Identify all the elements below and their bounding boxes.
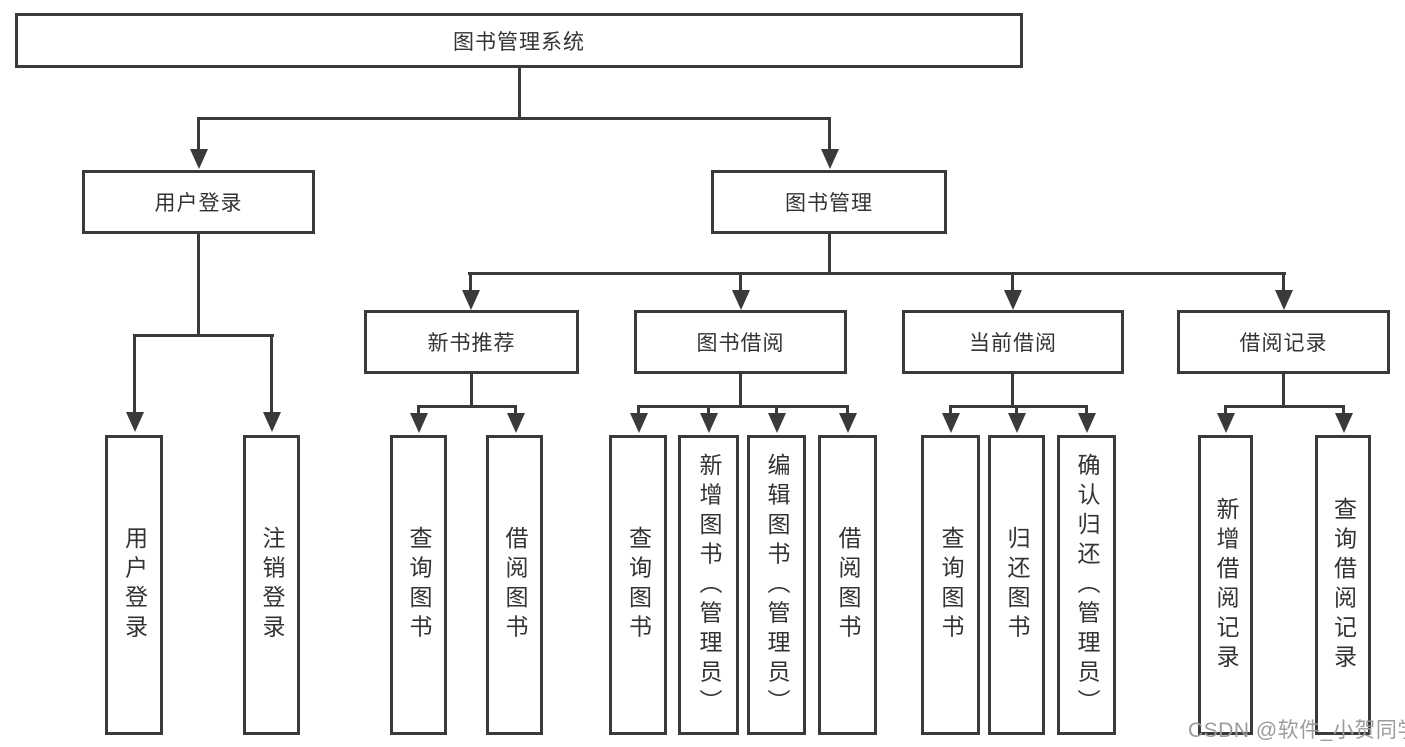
leaf-add-book-admin: 新增图书（管理员） bbox=[678, 435, 739, 735]
arrow-down-icon bbox=[731, 272, 750, 310]
arrow-down-icon bbox=[1007, 405, 1026, 433]
leaf-return-book: 归还图书 bbox=[988, 435, 1045, 735]
connector-book-mgmt-stem bbox=[828, 234, 831, 275]
arrow-down-icon bbox=[189, 117, 208, 169]
arrow-down-icon bbox=[1334, 405, 1353, 433]
arrow-down-icon bbox=[838, 405, 857, 433]
arrow-down-icon bbox=[1274, 272, 1293, 310]
node-book-borrowing: 图书借阅 bbox=[634, 310, 847, 374]
leaf-add-borrow-record: 新增借阅记录 bbox=[1198, 435, 1253, 735]
arrow-down-icon bbox=[699, 405, 718, 433]
arrow-down-icon bbox=[820, 117, 839, 169]
leaf-confirm-return-admin: 确认归还（管理员） bbox=[1057, 435, 1116, 735]
csdn-watermark: CSDN @软件_小贺同学 bbox=[1188, 719, 1405, 742]
leaf-user-login: 用户登录 bbox=[105, 435, 163, 735]
connector-new-book-rail bbox=[417, 405, 517, 408]
connector-user-login-rail bbox=[133, 334, 274, 337]
connector-root-stem bbox=[518, 68, 521, 118]
arrow-down-icon bbox=[941, 405, 960, 433]
leaf-query-books-recommend: 查询图书 bbox=[390, 435, 447, 735]
arrow-down-icon bbox=[506, 405, 525, 433]
leaf-query-books-current: 查询图书 bbox=[921, 435, 980, 735]
connector-borrow-record-rail bbox=[1224, 405, 1345, 408]
arrow-down-icon bbox=[629, 405, 648, 433]
node-book-management: 图书管理 bbox=[711, 170, 947, 234]
node-user-login: 用户登录 bbox=[82, 170, 315, 234]
leaf-edit-book-admin: 编辑图书（管理员） bbox=[747, 435, 806, 735]
leaf-borrow-books-borrowing: 借阅图书 bbox=[818, 435, 877, 735]
connector-current-borrow-stem bbox=[1011, 374, 1014, 408]
connector-borrow-record-stem bbox=[1282, 374, 1285, 408]
arrow-down-icon bbox=[409, 405, 428, 433]
arrow-down-icon bbox=[262, 334, 281, 432]
arrow-down-icon bbox=[1003, 272, 1022, 310]
arrow-down-icon bbox=[767, 405, 786, 433]
connector-user-login-stem bbox=[197, 234, 200, 337]
connector-new-book-stem bbox=[470, 374, 473, 408]
arrow-down-icon bbox=[1077, 405, 1096, 433]
connector-root-rail bbox=[197, 117, 831, 120]
node-new-book-recommendation: 新书推荐 bbox=[364, 310, 579, 374]
connector-book-mgmt-rail bbox=[468, 272, 1286, 275]
arrow-down-icon bbox=[125, 334, 144, 432]
connector-book-borrow-stem bbox=[739, 374, 742, 408]
leaf-logout: 注销登录 bbox=[243, 435, 300, 735]
node-borrowing-records: 借阅记录 bbox=[1177, 310, 1390, 374]
leaf-borrow-books-recommend: 借阅图书 bbox=[486, 435, 543, 735]
leaf-query-borrow-record: 查询借阅记录 bbox=[1315, 435, 1371, 735]
node-library-management-system: 图书管理系统 bbox=[15, 13, 1023, 68]
node-current-borrowing: 当前借阅 bbox=[902, 310, 1124, 374]
arrow-down-icon bbox=[1216, 405, 1235, 433]
arrow-down-icon bbox=[461, 272, 480, 310]
leaf-query-books-borrowing: 查询图书 bbox=[609, 435, 667, 735]
connector-book-borrow-rail bbox=[637, 405, 849, 408]
connector-current-borrow-rail bbox=[949, 405, 1088, 408]
